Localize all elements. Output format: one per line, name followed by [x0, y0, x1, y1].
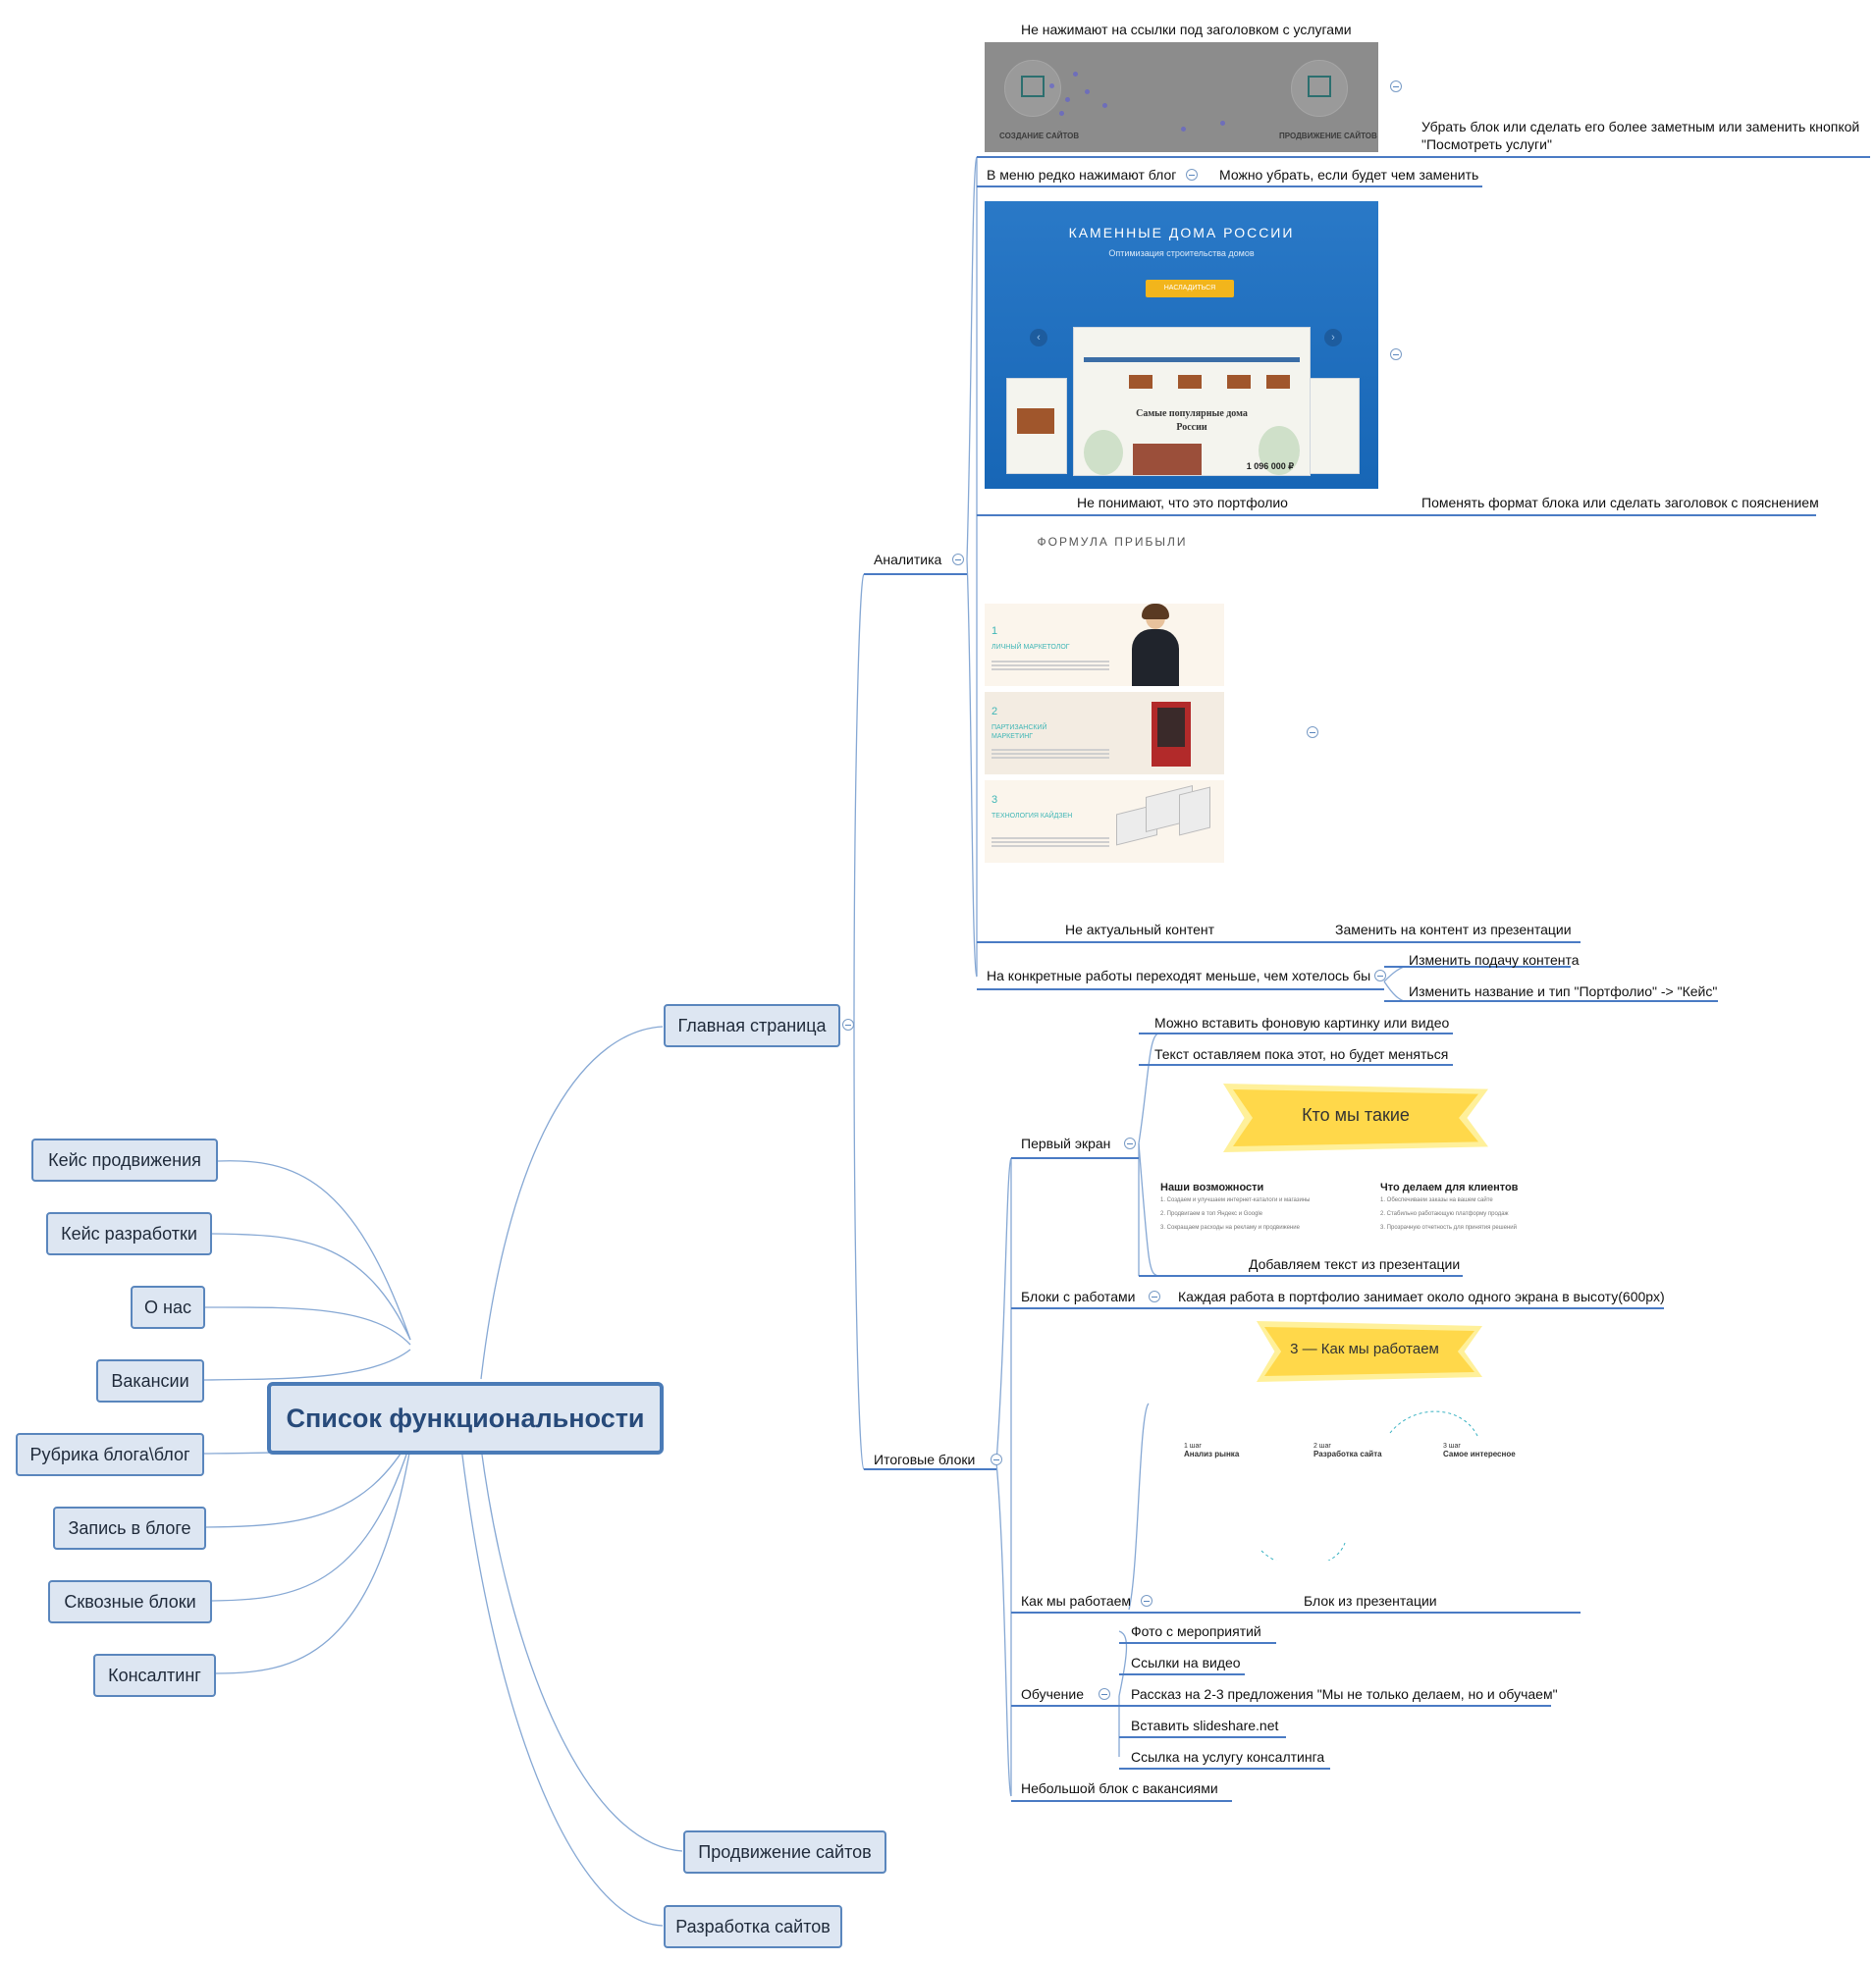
first-screen-caption: Добавляем текст из презентации: [1249, 1256, 1461, 1272]
works-fix-1: Изменить подачу контента: [1409, 952, 1580, 968]
formula-row-2: 2 ПАРТИЗАНСКИЙ МАРКЕТИНГ: [985, 692, 1224, 774]
collapse-toggle-final[interactable]: [991, 1454, 1002, 1465]
how-we-work-screenshot: 3 — Как мы работаем 1 шаг Анализ рынка 2…: [1168, 1315, 1561, 1561]
collapse-toggle-how-we-work[interactable]: [1141, 1595, 1152, 1607]
first-screen-label[interactable]: Первый экран: [1021, 1136, 1111, 1151]
how-we-work-caption: Блок из презентации: [1304, 1593, 1437, 1609]
mock-heading-2: России: [1176, 422, 1207, 433]
devices-image: [1116, 776, 1214, 860]
analytics-label[interactable]: Аналитика: [874, 552, 942, 567]
training-item-2: Ссылки на видео: [1131, 1655, 1241, 1670]
topic-promotion[interactable]: Продвижение сайтов: [683, 1830, 886, 1874]
content-caption: Не актуальный контент: [1065, 922, 1215, 937]
services-fix: Убрать блок или сделать его более заметн…: [1421, 119, 1860, 152]
first-screen-item-1: Можно вставить фоновую картинку или виде…: [1154, 1015, 1450, 1031]
chevron-left-icon: ‹: [1030, 329, 1047, 346]
topic-about[interactable]: О нас: [131, 1286, 205, 1329]
marketer-photo: [1126, 604, 1185, 686]
works-blocks-label[interactable]: Блоки с работами: [1021, 1289, 1136, 1304]
who-we-are-banner: Кто мы такие: [1302, 1105, 1410, 1125]
mock-center: Самые популярные дома России 1 096 000 ₽: [1073, 327, 1311, 476]
services-screenshot: СОЗДАНИЕ САЙТОВ ПРОДВИЖЕНИЕ САЙТОВ: [985, 42, 1378, 152]
formula-screenshot: ФОРМУЛА ПРИБЫЛИ 1 ЛИЧНЫЙ МАРКЕТОЛОГ 2 ПА…: [985, 525, 1299, 918]
blog-menu-note[interactable]: В меню редко нажимают блог: [987, 167, 1177, 183]
collapse-toggle-main-page[interactable]: [842, 1019, 854, 1031]
flow-arrows: [1260, 1410, 1479, 1561]
topic-consulting[interactable]: Консалтинг: [93, 1654, 216, 1697]
capabilities-column: Наши возможности 1. Создаем и улучшаем и…: [1160, 1182, 1311, 1231]
works-fix-2: Изменить название и тип "Портфолио" -> "…: [1409, 983, 1718, 999]
services-caption: Не нажимают на ссылки под заголовком с у…: [1021, 22, 1352, 37]
portfolio-fix: Поменять формат блока или сделать заголо…: [1421, 495, 1819, 510]
services-left-label: СОЗДАНИЕ САЙТОВ: [999, 132, 1080, 140]
formula-title: ФОРМУЛА ПРИБЫЛИ: [1037, 535, 1188, 549]
vacancies-block[interactable]: Небольшой блок с вакансиями: [1021, 1780, 1218, 1796]
topic-cross-blocks[interactable]: Сквозные блоки: [48, 1580, 212, 1623]
portfolio-subtitle: Оптимизация строительства домов: [1108, 248, 1255, 258]
formula-row-1: 1 ЛИЧНЫЙ МАРКЕТОЛОГ: [985, 604, 1224, 686]
step-1: 1 шаг Анализ рынка: [1184, 1443, 1240, 1458]
step-2: 2 шаг Разработка сайта: [1313, 1443, 1382, 1458]
collapse-toggle-portfolio[interactable]: [1390, 348, 1402, 360]
collapse-toggle-analytics[interactable]: [952, 554, 964, 565]
step-3: 3 шаг Самое интересное: [1443, 1443, 1516, 1458]
works-note[interactable]: На конкретные работы переходят меньше, ч…: [987, 968, 1371, 983]
mock-price: 1 096 000 ₽: [1246, 461, 1294, 471]
final-blocks-label[interactable]: Итоговые блоки: [874, 1452, 976, 1467]
blog-fix: Можно убрать, если будет чем заменить: [1219, 167, 1479, 183]
topic-case-development[interactable]: Кейс разработки: [46, 1212, 212, 1255]
collapse-toggle-first-screen[interactable]: [1124, 1138, 1136, 1149]
monitor-icon: [1004, 60, 1061, 117]
topic-blog-rubric[interactable]: Рубрика блога\блог: [16, 1433, 204, 1476]
portfolio-title: КАМЕННЫЕ ДОМА РОССИИ: [1068, 225, 1295, 240]
how-we-work-banner: 3 — Как мы работаем: [1290, 1341, 1439, 1357]
topic-development[interactable]: Разработка сайтов: [664, 1905, 842, 1948]
works-blocks-item: Каждая работа в портфолио занимает около…: [1178, 1289, 1665, 1304]
collapse-toggle-services[interactable]: [1390, 80, 1402, 92]
formula-row-3: 3 ТЕХНОЛОГИЯ КАЙДЗЕН: [985, 780, 1224, 863]
training-item-1: Фото с мероприятий: [1131, 1623, 1261, 1639]
collapse-toggle-works-blocks[interactable]: [1149, 1291, 1160, 1302]
topic-case-promotion[interactable]: Кейс продвижения: [31, 1139, 218, 1182]
mock-side-left: [1006, 378, 1067, 474]
for-clients-column: Что делаем для клиентов 1. Обеспечиваем …: [1380, 1182, 1519, 1231]
portfolio-caption: Не понимают, что это портфолио: [1077, 495, 1288, 510]
collapse-toggle-formula[interactable]: [1307, 726, 1318, 738]
mock-heading-1: Самые популярные дома: [1136, 408, 1248, 419]
collapse-toggle-works[interactable]: [1374, 970, 1386, 981]
training-label[interactable]: Обучение: [1021, 1686, 1085, 1702]
chevron-right-icon: ›: [1324, 329, 1342, 346]
portfolio-screenshot: КАМЕННЫЕ ДОМА РОССИИ Оптимизация строите…: [985, 201, 1378, 489]
first-screen-item-2: Текст оставляем пока этот, но будет меня…: [1154, 1046, 1449, 1062]
training-item-4: Вставить slideshare.net: [1131, 1718, 1279, 1733]
collapse-toggle-blog[interactable]: [1186, 169, 1198, 181]
presentation-icon: [1291, 60, 1348, 117]
topic-blog-post[interactable]: Запись в блоге: [53, 1507, 206, 1550]
topic-vacancies[interactable]: Вакансии: [96, 1359, 204, 1403]
content-fix: Заменить на контент из презентации: [1335, 922, 1572, 937]
central-topic[interactable]: Список функциональности: [267, 1382, 664, 1455]
portfolio-button: НАСЛАДИТЬСЯ: [1146, 280, 1234, 297]
training-item-5: Ссылка на услугу консалтинга: [1131, 1749, 1325, 1765]
book-cover: [1152, 702, 1191, 767]
services-right-label: ПРОДВИЖЕНИЕ САЙТОВ: [1279, 132, 1377, 140]
who-we-are-screenshot: Кто мы такие Наши возможности 1. Создаем…: [1154, 1076, 1557, 1252]
topic-main-page[interactable]: Главная страница: [664, 1004, 840, 1047]
training-item-3: Рассказ на 2-3 предложения "Мы не только…: [1131, 1686, 1558, 1702]
collapse-toggle-training[interactable]: [1099, 1688, 1110, 1700]
how-we-work-label[interactable]: Как мы работаем: [1021, 1593, 1132, 1609]
